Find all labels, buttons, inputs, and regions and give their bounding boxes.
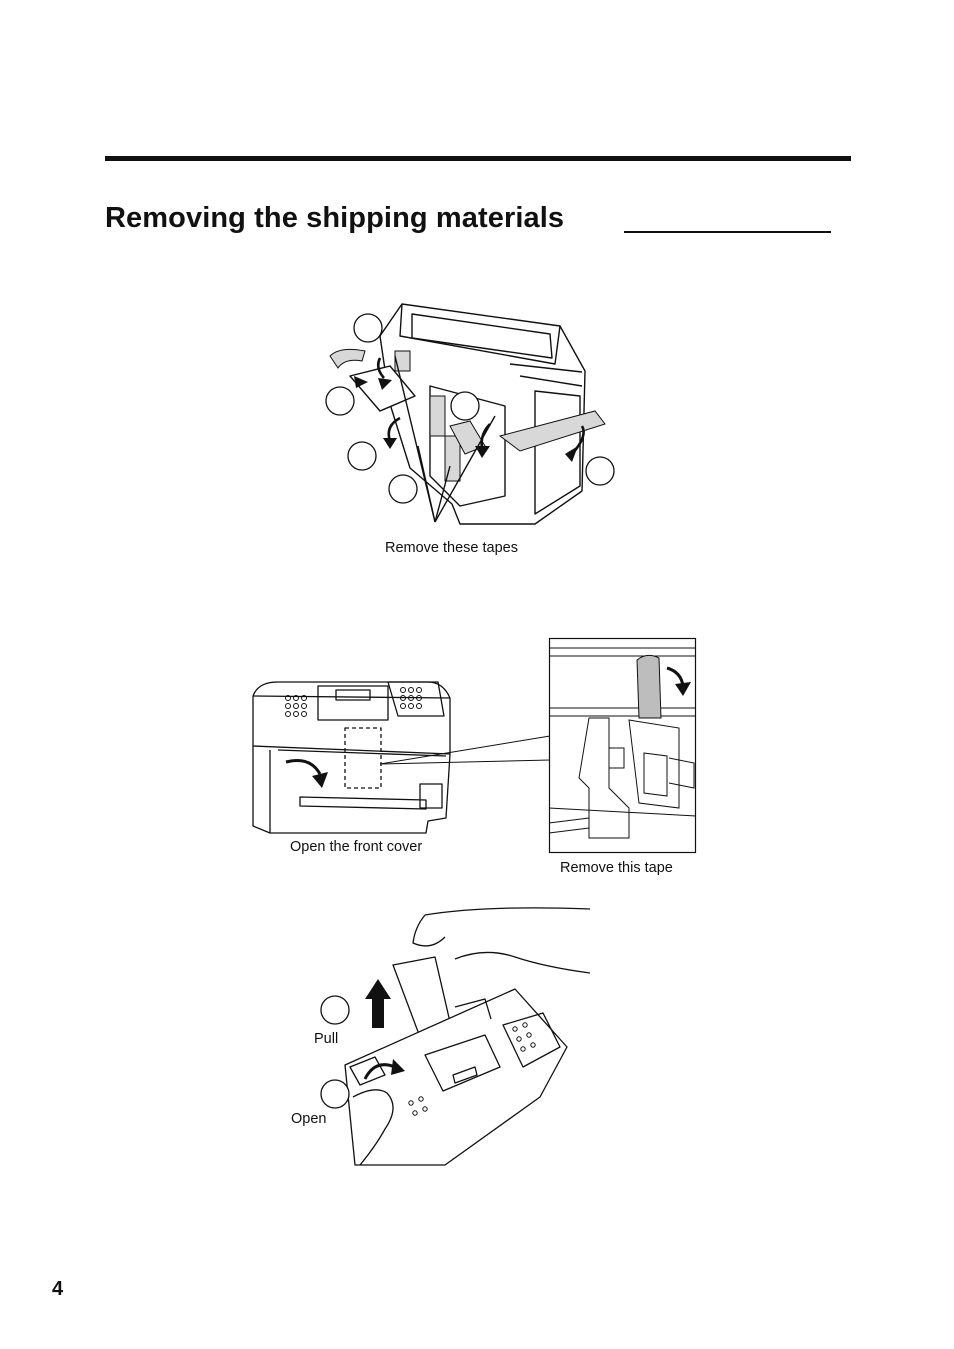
- figure-cover-lift-illustration: [320, 907, 591, 1166]
- figure-tapes-illustration: [325, 303, 615, 525]
- label-open: Open: [291, 1111, 327, 1127]
- callout-lines: [379, 735, 551, 765]
- page-title: Removing the shipping materials: [105, 202, 565, 234]
- label-pull: Pull: [314, 1031, 339, 1047]
- top-rule: [105, 156, 851, 161]
- caption-open-the-front-cover: Open the front cover: [290, 839, 423, 855]
- caption-remove-this-tape: Remove this tape: [560, 860, 673, 876]
- figure-front-cover-illustration: [252, 681, 451, 834]
- page-number: 4: [52, 1278, 64, 1300]
- figure-inner-tape-detail: [548, 637, 697, 854]
- title-underline: [624, 231, 831, 233]
- caption-remove-these-tapes: Remove these tapes: [385, 540, 518, 556]
